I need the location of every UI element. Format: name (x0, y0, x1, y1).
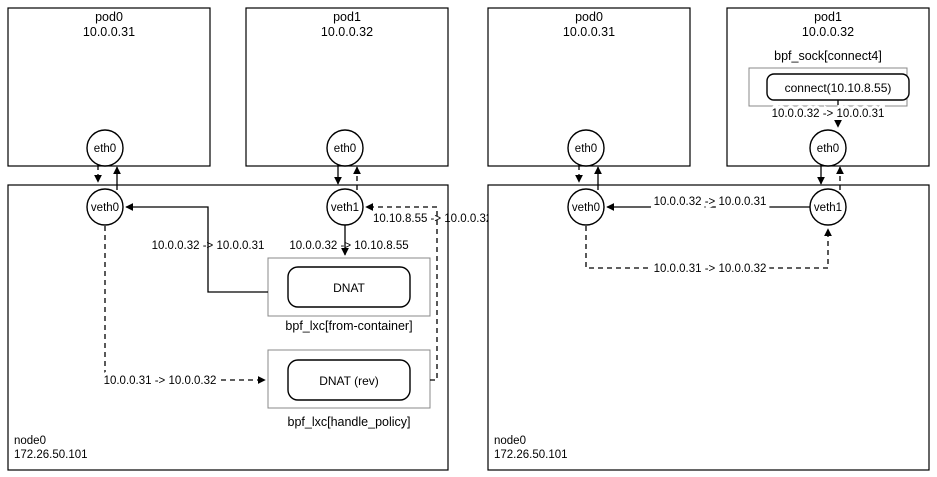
right-edge-veth0-to-veth1-reply (585, 226, 832, 269)
right-pod1-name: pod1 (814, 10, 842, 24)
left-veth1: veth1 (326, 188, 364, 226)
left-dnat-op: DNAT (333, 281, 365, 295)
left-pod0-eth0: eth0 (86, 129, 124, 167)
left-pod1-box: pod1 10.0.0.32 (245, 7, 449, 167)
right-flow-reply-label: 10.0.0.31 -> 10.0.0.32 (654, 263, 767, 275)
left-flow-request-in-label: 10.0.0.32 -> 10.0.0.31 (152, 240, 265, 252)
left-bpf-lxc-handle-policy: DNAT (rev) bpf_lxc[handle_policy] (267, 349, 431, 429)
left-pod1-eth0-label: eth0 (334, 143, 356, 155)
right-veth1-label: veth1 (814, 202, 842, 214)
right-veth0-label: veth0 (572, 202, 600, 214)
right-pod1-ip: 10.0.0.32 (802, 25, 854, 39)
right-pod0-eth0-label: eth0 (575, 143, 597, 155)
left-from-container-caption: bpf_lxc[from-container] (285, 319, 412, 333)
left-flow-reply-out-label: 10.10.8.55 -> 10.0.0.32 (373, 213, 492, 225)
left-edge-dnat-to-veth0 (125, 203, 268, 293)
left-flow-reply-in-label: 10.0.0.31 -> 10.0.0.32 (104, 375, 217, 387)
left-handle-policy-caption: bpf_lxc[handle_policy] (288, 415, 411, 429)
left-pod1-name: pod1 (333, 10, 361, 24)
right-pod1-eth0-label: eth0 (817, 143, 839, 155)
right-bpf-sock-caption: bpf_sock[connect4] (774, 49, 882, 63)
right-pod1-eth0: eth0 (809, 129, 847, 167)
left-node0-name: node0 (14, 435, 46, 447)
right-veth0: veth0 (567, 188, 605, 226)
right-pod0-ip: 10.0.0.31 (563, 25, 615, 39)
left-veth0: veth0 (86, 188, 124, 226)
left-pod0-ip: 10.0.0.31 (83, 25, 135, 39)
left-edge-veth0-to-dnat-rev (104, 226, 266, 384)
left-flow-request-out-label: 10.0.0.32 -> 10.10.8.55 (289, 240, 408, 252)
left-veth0-label: veth0 (91, 202, 119, 214)
right-node0-ip: 172.26.50.101 (494, 449, 568, 461)
left-bpf-lxc-from-container: DNAT bpf_lxc[from-container] (267, 257, 431, 333)
left-edge-dnat-rev-to-veth1 (365, 203, 438, 381)
right-node0-name: node0 (494, 435, 526, 447)
left-pod0-name: pod0 (95, 10, 123, 24)
left-node0-box: node0 172.26.50.101 (7, 184, 449, 471)
left-pod1-eth0: eth0 (326, 129, 364, 167)
right-node0-box: node0 172.26.50.101 (487, 184, 930, 471)
left-pod1-ip: 10.0.0.32 (321, 25, 373, 39)
right-pod0-name: pod0 (575, 10, 603, 24)
right-bpf-sock-connect4: bpf_sock[connect4] connect(10.10.8.55) (748, 49, 910, 107)
right-flow-request-label: 10.0.0.32 -> 10.0.0.31 (654, 196, 767, 208)
left-pod0-eth0-label: eth0 (94, 143, 116, 155)
left-node0-ip: 172.26.50.101 (14, 449, 88, 461)
left-veth1-label: veth1 (331, 202, 359, 214)
right-connect-op: connect(10.10.8.55) (785, 81, 892, 95)
left-dnat-rev-op: DNAT (rev) (319, 374, 379, 388)
right-veth1: veth1 (809, 188, 847, 226)
right-flow-sock-label: 10.0.0.32 -> 10.0.0.31 (772, 108, 885, 120)
right-pod0-eth0: eth0 (567, 129, 605, 167)
